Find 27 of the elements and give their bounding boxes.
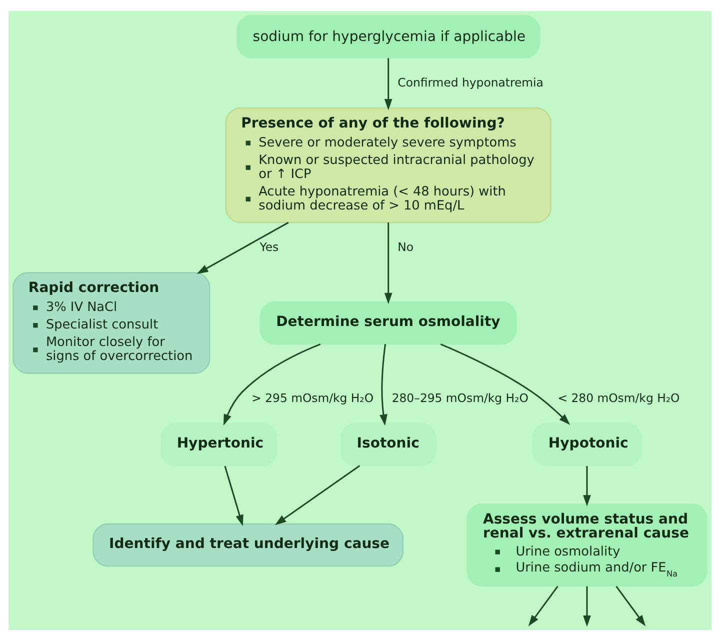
edge-label: > 295 mOsm/kg H₂O [252,390,374,404]
node-box: Identify and treat underlying cause [92,522,404,566]
arrow [274,464,360,525]
edge-label: No [398,240,414,254]
node-box: Presence of any of the following? Severe or moderately severe symptoms Known or suspected intracranial pathology or ↑ ICP Acute hyponatremia (< 48 hours) with sodium decrease of > 10 mEq/L [225,106,552,223]
node-box: sodium for hyperglycemia if applicable [236,14,540,58]
arrow [223,342,321,425]
edge-label: Confirmed hyponatremia [398,74,544,89]
node-box: Hypotonic [532,422,642,466]
arrow [528,585,558,626]
node-box: Determine serum osmolality [260,300,517,344]
arrow [224,465,244,526]
arrow [380,343,388,426]
arrow [440,342,570,424]
edge-label: < 280 mOsm/kg H₂O [558,390,680,404]
arrow [583,466,591,506]
arrow [384,58,392,110]
arrow [616,585,646,626]
arrow [583,586,591,626]
node-box: Hypertonic [160,422,278,466]
arrow [384,222,392,304]
node-box: Isotonic [340,422,436,466]
edge-label: 280–295 mOsm/kg H₂O [392,390,528,404]
edge-label: Yes [260,240,279,254]
arrow [196,221,289,274]
node-box: Rapid correction 3% IV NaCl Specialist consult Monitor closely for signs of overcorrection [12,272,210,374]
node-box: Assess volume status and renal vs. extrarenal cause Urine osmolality Urine sodium and/or FE$_{Na}$ [466,503,708,586]
